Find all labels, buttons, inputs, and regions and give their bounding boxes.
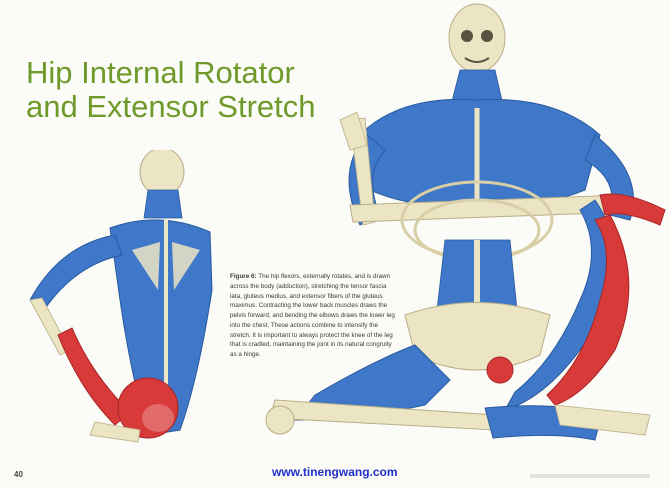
caption-text: The hip flexors, externally rotates, and… — [230, 273, 395, 358]
watermark-link[interactable]: www.tinengwang.com — [272, 465, 398, 479]
faded-footer-text — [530, 474, 650, 478]
front-view-anatomy-illustration — [255, 0, 670, 465]
title-line-1: Hip Internal Rotator — [26, 55, 295, 90]
front-view-drawing — [265, 3, 666, 441]
title-line-2: and Extensor Stretch — [26, 89, 316, 124]
page-title: Hip Internal Rotator and Extensor Stretc… — [26, 56, 316, 124]
back-view-drawing — [29, 150, 213, 443]
back-view-anatomy-illustration — [20, 150, 230, 450]
page-number: 40 — [14, 470, 23, 479]
caption-label: Figure 6: — [230, 273, 257, 281]
figure-caption: Figure 6: The hip flexors, externally ro… — [230, 272, 400, 359]
